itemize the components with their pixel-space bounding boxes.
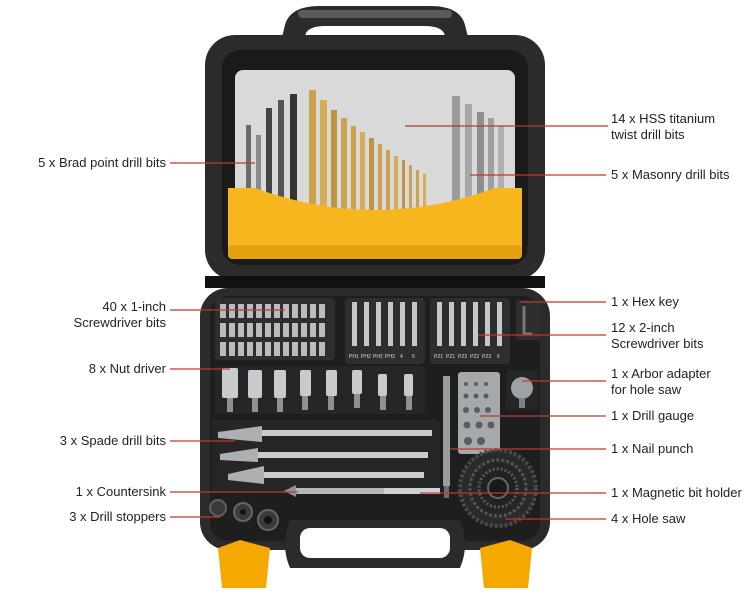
label-magnetic-holder: 1 x Magnetic bit holder xyxy=(611,485,742,500)
label-spade-bits: 3 x Spade drill bits xyxy=(59,433,166,448)
bit-label: PZ1 xyxy=(434,354,443,360)
label-countersink: 1 x Countersink xyxy=(75,484,166,499)
bit-label: PZ1 xyxy=(446,354,455,360)
label-nail-punch: 1 x Nail punch xyxy=(611,441,694,456)
label-drill-stoppers: 3 x Drill stoppers xyxy=(69,509,166,524)
pointer-lines xyxy=(170,125,608,520)
drill-rack xyxy=(228,188,522,259)
hole-saws xyxy=(458,448,538,528)
magnetic-bit-holder xyxy=(384,488,440,494)
drill-gauge xyxy=(458,372,500,454)
label-nut-driver: 8 x Nut driver xyxy=(88,361,166,376)
nut-drivers xyxy=(215,366,425,414)
nail-punch xyxy=(443,376,450,498)
bit-label: PZ2 xyxy=(470,354,479,360)
bit-label: PH3 xyxy=(385,354,395,360)
arbor-adapter xyxy=(506,370,538,410)
hex-key xyxy=(516,300,540,340)
bit-label: 6 xyxy=(497,354,500,360)
drill-stoppers xyxy=(209,499,279,531)
bit-label: PZ3 xyxy=(482,354,491,360)
drill-bits-hss-titanium xyxy=(309,90,426,210)
label-drill-gauge: 1 x Drill gauge xyxy=(611,408,695,423)
label-arbor-adapter: 1 x Arbor adapter for hole saw xyxy=(611,366,711,397)
label-2in-bits: 12 x 2-inch Screwdriver bits xyxy=(611,320,704,351)
drill-bits-masonry xyxy=(452,96,504,206)
countersink xyxy=(284,485,416,497)
bit-label: 4 xyxy=(400,354,403,360)
bit-label: PH2 xyxy=(373,354,383,360)
label-hex-key: 1 x Hex key xyxy=(611,294,679,309)
bit-label: 5 xyxy=(412,354,415,360)
label-masonry: 5 x Masonry drill bits xyxy=(611,167,730,182)
label-brad-point: 5 x Brad point drill bits xyxy=(38,155,166,170)
screwdriver-bits-2in-left: PH1 PH2 PH2 PH3 4 5 xyxy=(345,298,425,364)
screwdriver-bits-1in xyxy=(215,298,335,360)
label-1in-bits: 40 x 1-inch Screwdriver bits xyxy=(73,299,166,330)
screwdriver-bits-2in-right: PZ1 PZ1 PZ2 PZ2 PZ3 6 xyxy=(430,298,510,364)
bit-label: PH2 xyxy=(361,354,371,360)
label-hss-titanium: 14 x HSS titanium twist drill bits xyxy=(611,111,716,142)
drill-bits-brad xyxy=(246,94,297,205)
bit-label: PH1 xyxy=(349,354,359,360)
bit-label: PZ2 xyxy=(458,354,467,360)
spade-bits xyxy=(212,420,440,492)
label-hole-saw: 4 x Hole saw xyxy=(611,511,686,526)
